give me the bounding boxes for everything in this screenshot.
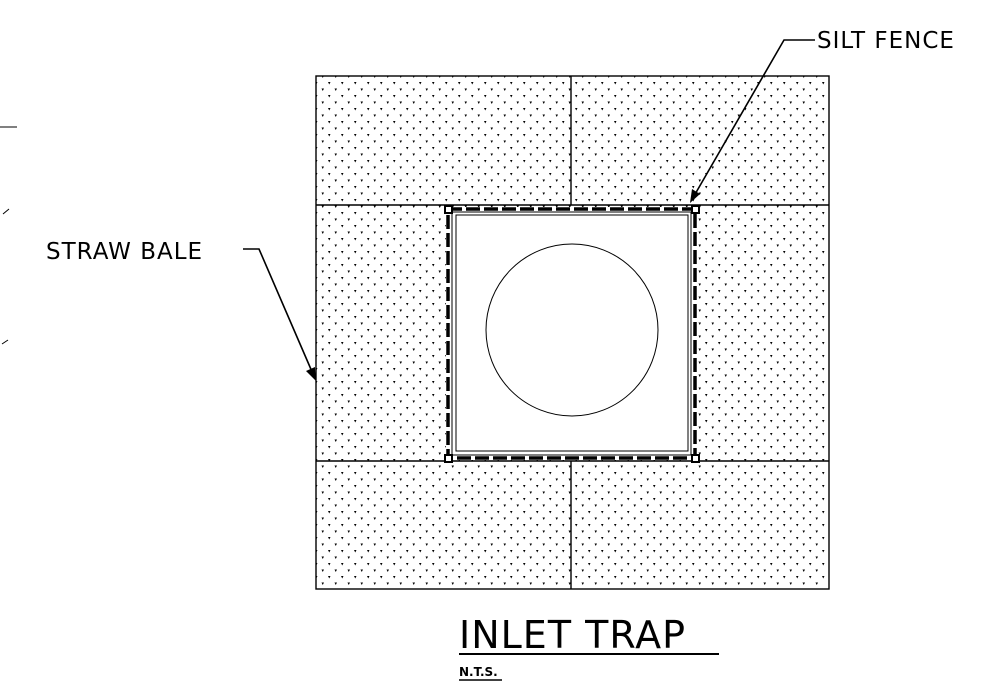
drawing-title: INLET TRAP xyxy=(459,613,686,657)
silt-fence-label: SILT FENCE xyxy=(817,28,955,54)
scale-note: N.T.S. xyxy=(459,665,498,679)
fence-post xyxy=(444,454,453,463)
straw-bale-outlines xyxy=(315,75,830,590)
silt-fence xyxy=(444,205,700,463)
silt-fence-leader xyxy=(690,39,815,203)
inlet-box xyxy=(446,207,696,460)
fence-post xyxy=(691,454,700,463)
straw-bale-label: STRAW BALE xyxy=(46,239,203,265)
fence-post xyxy=(691,205,700,214)
fence-post xyxy=(444,205,453,214)
inlet-grate-circle xyxy=(485,243,659,417)
edge-marks xyxy=(0,126,17,345)
straw-bale-leader xyxy=(243,248,316,381)
